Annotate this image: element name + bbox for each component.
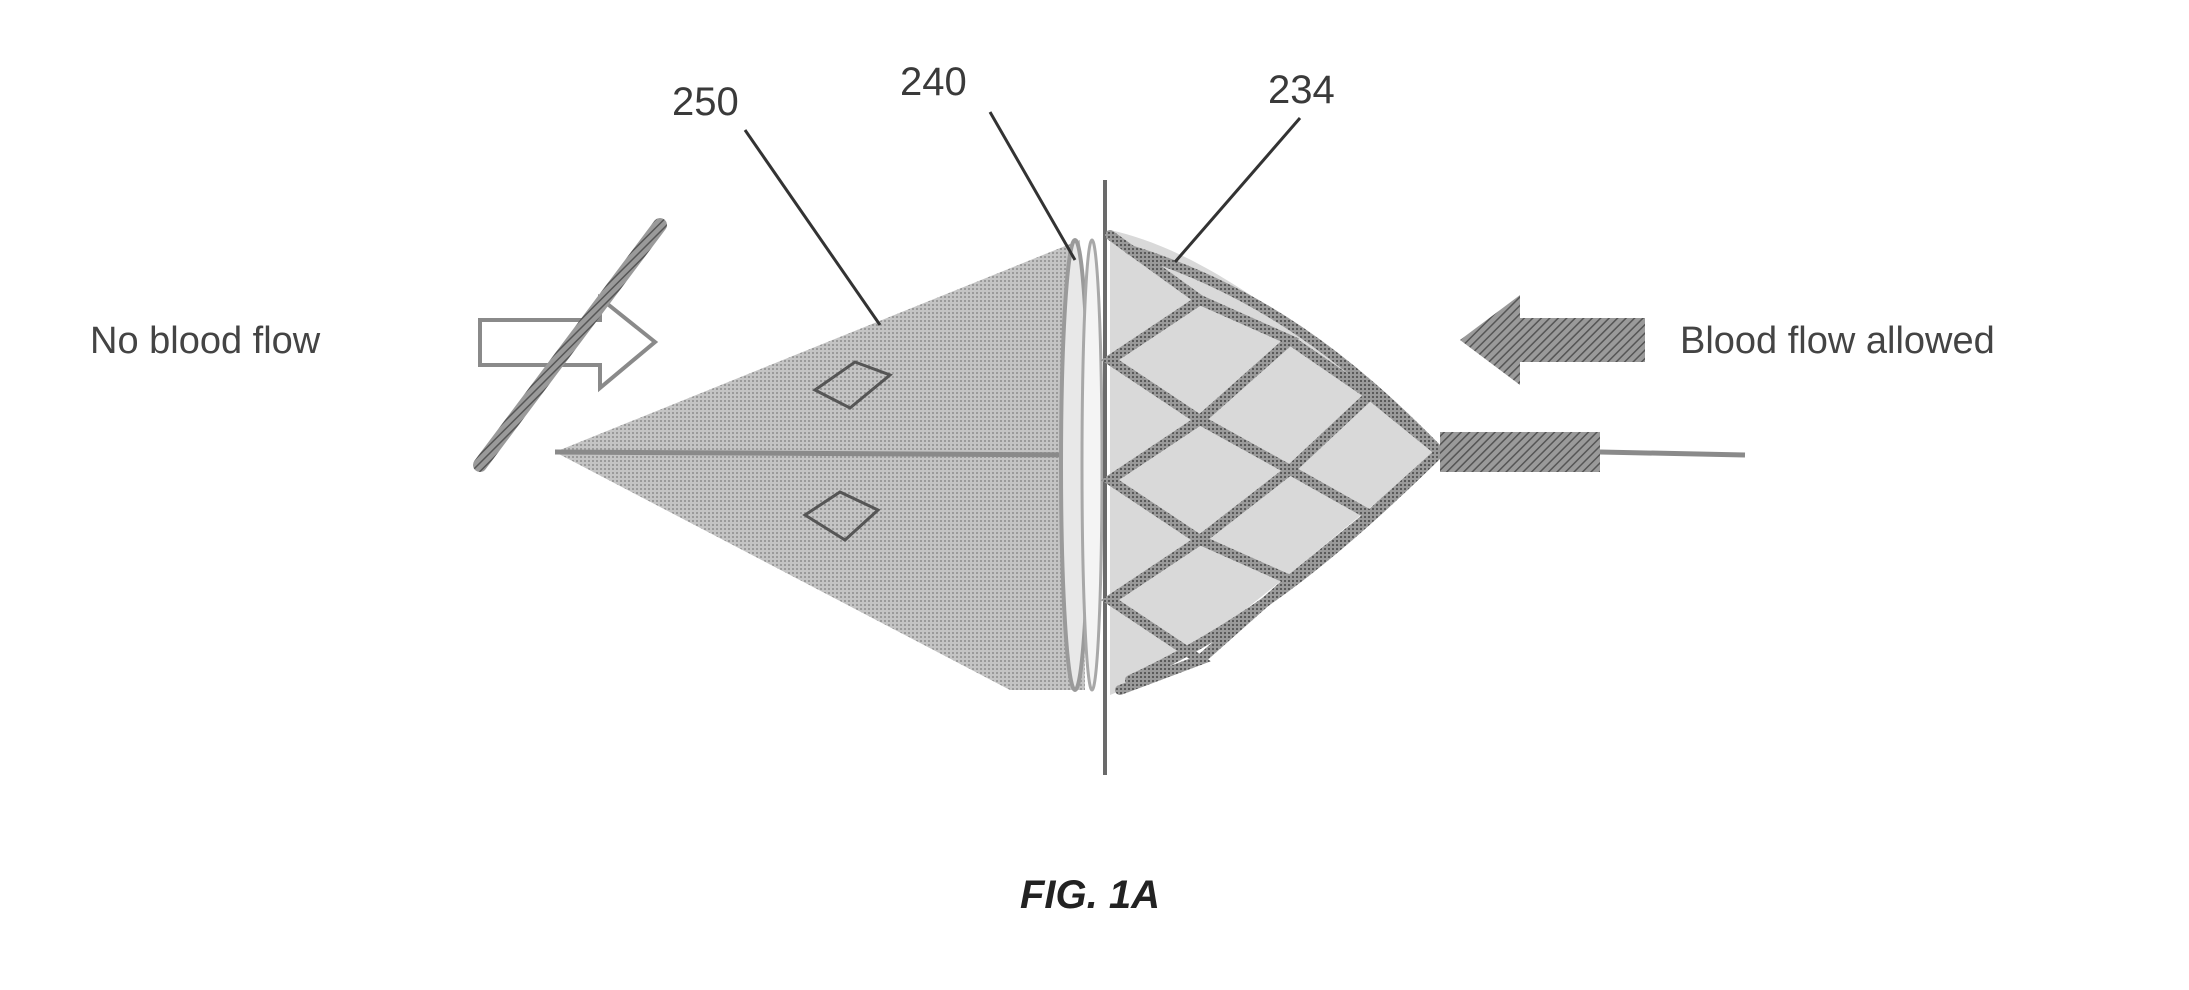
no-flow-label: No blood flow [90, 320, 321, 362]
reference-numeral-250: 250 [672, 80, 739, 124]
seal-ring [1059, 238, 1104, 692]
leader-line-234 [1173, 117, 1302, 263]
flow-allowed-label: Blood flow allowed [1680, 320, 1995, 362]
solid-left-arrow-icon [1460, 295, 1645, 385]
leader-line-250 [743, 129, 882, 326]
strike-through-icon [473, 218, 667, 472]
filter-membrane-cone [555, 240, 1085, 690]
figure-caption: FIG. 1A [1020, 873, 1161, 917]
guide-wire-right [1599, 449, 1746, 458]
leader-line-240 [988, 111, 1077, 261]
frame-struts [1100, 230, 1448, 695]
membrane-pore-lower [802, 490, 881, 542]
membrane-pore-upper [812, 360, 893, 410]
reference-numeral-240: 240 [900, 60, 967, 104]
guide-wire-left [554, 449, 1091, 458]
reference-numeral-234: 234 [1268, 68, 1335, 112]
catheter-hub [1440, 432, 1600, 472]
